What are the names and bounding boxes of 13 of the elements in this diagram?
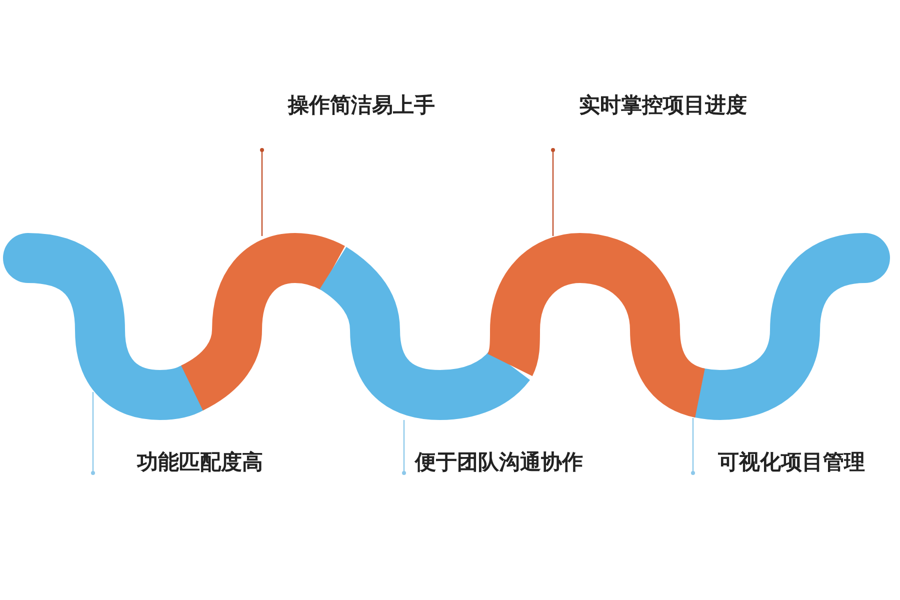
- leader-line: [691, 418, 695, 475]
- ribbon-segment: [319, 247, 530, 420]
- leader-line: [260, 148, 264, 236]
- leader-line: [551, 148, 555, 236]
- feature-label: 可视化项目管理: [718, 450, 865, 474]
- feature-label: 便于团队沟通协作: [415, 450, 583, 474]
- leader-line: [91, 392, 95, 475]
- feature-label: 操作简洁易上手: [288, 93, 435, 117]
- leader-line: [402, 420, 406, 475]
- feature-label: 实时掌控项目进度: [579, 93, 747, 117]
- ribbon-segment: [180, 233, 345, 410]
- ribbon-segment: [487, 233, 706, 418]
- feature-label: 功能匹配度高: [137, 450, 263, 474]
